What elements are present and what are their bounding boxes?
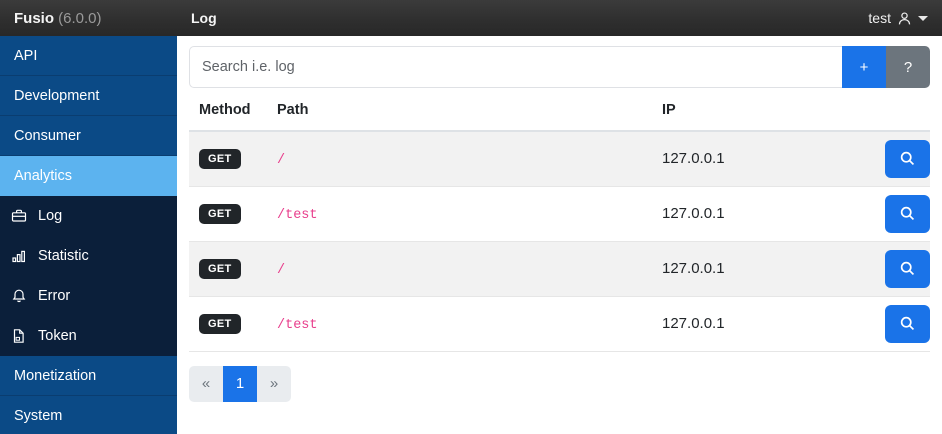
sidebar-item-log[interactable]: Log	[0, 196, 177, 236]
sidebar-group-system[interactable]: System	[0, 396, 177, 434]
cell-method: GET	[189, 131, 267, 187]
path-value: /	[277, 152, 286, 168]
sidebar-group-label: Monetization	[14, 367, 97, 384]
sidebar-group-development[interactable]: Development	[0, 76, 177, 116]
search-icon	[899, 150, 916, 167]
cell-ip: 127.0.0.1	[652, 296, 862, 352]
search-input[interactable]	[189, 46, 842, 88]
column-header-path: Path	[267, 102, 652, 132]
briefcase-icon	[10, 207, 28, 225]
table-body: GET / 127.0.0.1	[189, 131, 930, 352]
bell-icon	[10, 287, 28, 305]
sidebar-item-label: Error	[38, 288, 71, 304]
search-icon	[899, 260, 916, 277]
pagination: « 1 »	[189, 365, 930, 402]
bar-chart-icon	[10, 247, 28, 265]
sidebar-item-statistic[interactable]: Statistic	[0, 236, 177, 276]
cell-method: GET	[189, 296, 267, 352]
column-header-method: Method	[189, 102, 267, 132]
sidebar-group-label: Development	[14, 87, 100, 104]
cell-path: /	[267, 131, 652, 187]
table-header-row: Method Path IP	[189, 102, 930, 132]
sidebar: API Development Consumer Analytics Log	[0, 36, 177, 434]
log-table: Method Path IP GET / 127.0.0.1	[189, 102, 930, 352]
path-value: /	[277, 262, 286, 278]
pagination-page-1[interactable]: 1	[223, 365, 257, 402]
table-row[interactable]: GET / 127.0.0.1	[189, 131, 930, 187]
search-bar: + ?	[189, 46, 930, 88]
brand-logo[interactable]: Fusio (6.0.0)	[0, 10, 177, 27]
user-name-label: test	[868, 10, 891, 26]
sidebar-group-label: API	[14, 47, 38, 64]
cell-method: GET	[189, 186, 267, 242]
view-detail-button[interactable]	[885, 304, 930, 343]
cell-ip: 127.0.0.1	[652, 131, 862, 187]
main-content: + ? Method Path IP GET /	[177, 36, 942, 434]
cell-path: /test	[267, 186, 652, 242]
chevron-down-icon	[918, 15, 928, 21]
cell-actions	[862, 186, 930, 242]
sidebar-group-label: Consumer	[14, 127, 81, 144]
sidebar-item-label: Log	[38, 208, 63, 224]
table-row[interactable]: GET /test 127.0.0.1	[189, 296, 930, 352]
help-button[interactable]: ?	[886, 46, 930, 88]
add-button[interactable]: +	[842, 46, 886, 88]
cell-actions	[862, 296, 930, 352]
view-detail-button[interactable]	[885, 249, 930, 288]
sidebar-item-error[interactable]: Error	[0, 276, 177, 316]
brand-version: (6.0.0)	[58, 9, 102, 27]
cell-method: GET	[189, 241, 267, 297]
method-badge: GET	[199, 148, 241, 169]
user-icon	[897, 11, 912, 26]
cell-ip: 127.0.0.1	[652, 241, 862, 297]
page-title: Log	[191, 10, 217, 26]
cell-path: /test	[267, 296, 652, 352]
column-header-actions	[862, 102, 930, 132]
method-badge: GET	[199, 203, 241, 224]
pagination-next[interactable]: »	[257, 365, 291, 402]
top-header-bar: Fusio (6.0.0) Log test	[0, 0, 942, 36]
cell-path: /	[267, 241, 652, 297]
sidebar-group-label: System	[14, 407, 63, 424]
cell-actions	[862, 241, 930, 297]
sidebar-item-label: Token	[38, 328, 77, 344]
table-head: Method Path IP	[189, 102, 930, 132]
sidebar-group-label: Analytics	[14, 167, 73, 184]
sidebar-group-analytics[interactable]: Analytics	[0, 156, 177, 196]
table-row[interactable]: GET / 127.0.0.1	[189, 241, 930, 297]
table-row[interactable]: GET /test 127.0.0.1	[189, 186, 930, 242]
sidebar-item-label: Statistic	[38, 248, 89, 264]
sidebar-item-token[interactable]: Token	[0, 316, 177, 356]
cell-actions	[862, 131, 930, 187]
file-icon	[10, 327, 28, 345]
column-header-ip: IP	[652, 102, 862, 132]
sidebar-group-monetization[interactable]: Monetization	[0, 356, 177, 396]
search-icon	[899, 205, 916, 222]
search-icon	[899, 315, 916, 332]
user-menu[interactable]: test	[868, 10, 942, 26]
brand-name: Fusio	[14, 9, 54, 27]
view-detail-button[interactable]	[885, 139, 930, 178]
cell-ip: 127.0.0.1	[652, 186, 862, 242]
path-value: /test	[277, 317, 318, 333]
view-detail-button[interactable]	[885, 194, 930, 233]
method-badge: GET	[199, 313, 241, 334]
method-badge: GET	[199, 258, 241, 279]
sidebar-group-consumer[interactable]: Consumer	[0, 116, 177, 156]
path-value: /test	[277, 207, 318, 223]
pagination-prev[interactable]: «	[189, 365, 223, 402]
sidebar-group-api[interactable]: API	[0, 36, 177, 76]
